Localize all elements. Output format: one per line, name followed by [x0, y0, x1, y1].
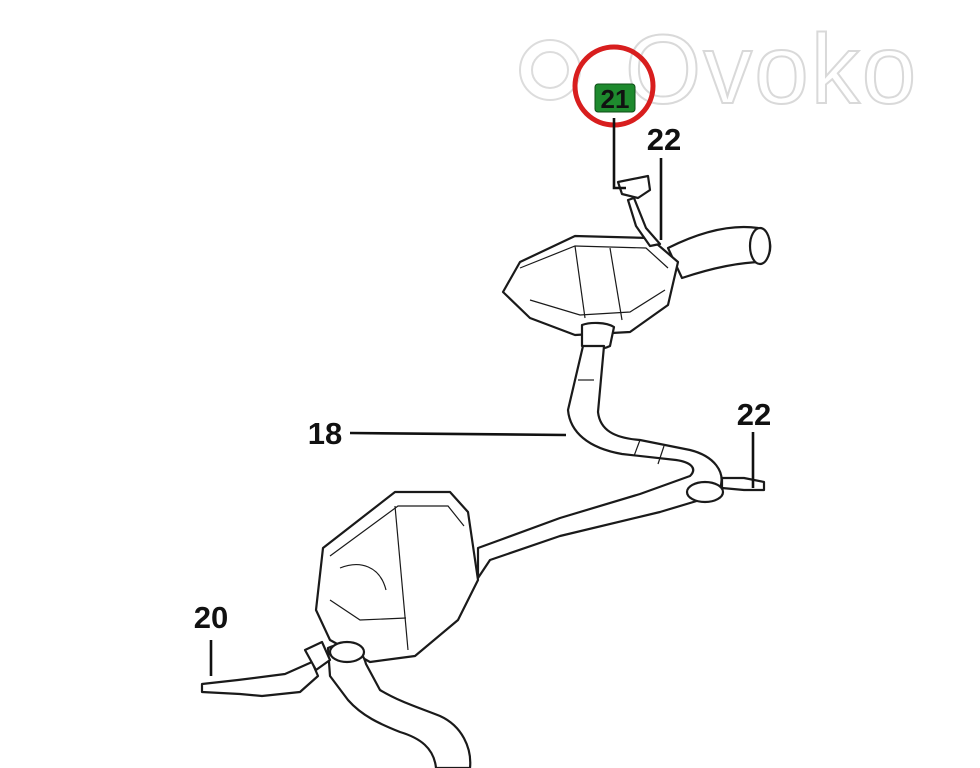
label-18: 18	[308, 416, 342, 451]
hanger-bracket-21	[616, 174, 662, 248]
label-20: 20	[194, 600, 228, 635]
label-21: 21	[601, 84, 630, 114]
intermediate-pipe-18	[476, 344, 725, 580]
label-22-top: 22	[647, 122, 681, 157]
watermark-logo: Ovoko	[519, 13, 918, 125]
rear-muffler	[501, 225, 772, 351]
hanger-bracket-22-right	[720, 476, 766, 492]
tail-pipe	[326, 640, 472, 768]
hanger-bracket-20	[200, 640, 332, 698]
front-muffler	[314, 490, 480, 664]
label-22-right: 22	[737, 397, 771, 432]
leader-line-21	[612, 118, 626, 190]
leader-line-18	[349, 431, 567, 437]
watermark-text: Ovoko	[625, 14, 918, 124]
